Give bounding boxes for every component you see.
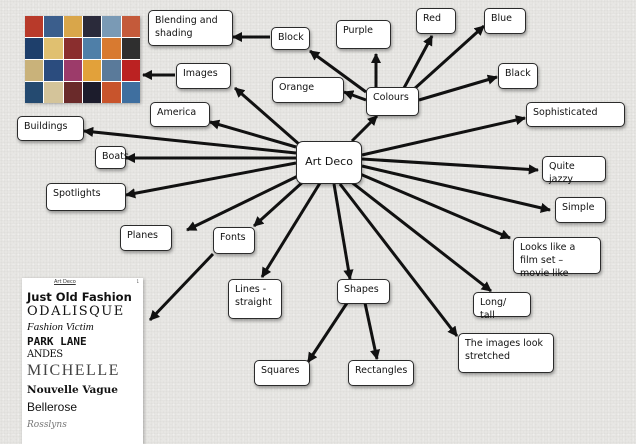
edge-colours-orange bbox=[343, 90, 367, 102]
node-orange[interactable]: Orange bbox=[272, 77, 344, 103]
font-sample: Bellerose bbox=[27, 400, 78, 414]
node-america[interactable]: America bbox=[150, 102, 210, 127]
edge-center-jazzy bbox=[361, 157, 540, 175]
font-sample: Fashion Victim bbox=[27, 321, 94, 333]
edge-center-simple bbox=[361, 164, 551, 213]
node-lines-straight[interactable]: Lines - straight bbox=[228, 279, 282, 319]
font-sample: MICHELLE bbox=[27, 362, 120, 379]
font-sample: Nouvelle Vague bbox=[27, 384, 118, 396]
node-boats[interactable]: Boats bbox=[95, 146, 129, 169]
edge-center-america bbox=[209, 119, 297, 149]
art-deco-font-sheet: Art Deco 1 Just Old Fashion ODALISQUE Fa… bbox=[22, 278, 143, 444]
node-blue[interactable]: Blue bbox=[484, 8, 526, 34]
font-sheet-title: Art Deco bbox=[54, 279, 76, 285]
edge-center-longtall bbox=[349, 179, 492, 293]
node-long-tall[interactable]: Long/ tall bbox=[473, 292, 531, 321]
edge-center-buildings bbox=[82, 126, 297, 155]
node-colours[interactable]: Colours bbox=[366, 87, 419, 116]
node-blending-and-shading[interactable]: Blending and shading bbox=[148, 10, 233, 46]
node-squares[interactable]: Squares bbox=[254, 360, 310, 386]
edge-fonts-fontsheet bbox=[148, 252, 215, 322]
edge-center-filmset bbox=[359, 172, 511, 240]
node-red[interactable]: Red bbox=[416, 8, 456, 34]
node-block[interactable]: Block bbox=[271, 27, 310, 50]
node-black[interactable]: Black bbox=[498, 63, 538, 89]
node-art-deco[interactable]: Art Deco bbox=[296, 141, 362, 184]
node-purple[interactable]: Purple bbox=[336, 20, 391, 49]
node-shapes[interactable]: Shapes bbox=[337, 279, 390, 304]
font-sample: Rosslyns bbox=[27, 420, 67, 430]
edge-center-images bbox=[234, 86, 301, 147]
node-rectangles[interactable]: Rectangles bbox=[348, 360, 414, 386]
font-sample: PARK LANE bbox=[27, 335, 87, 348]
art-deco-poster-collage bbox=[25, 16, 140, 103]
node-simple[interactable]: Simple bbox=[555, 197, 606, 223]
edge-center-lines bbox=[260, 182, 322, 278]
font-sheet-page-number: 1 bbox=[136, 279, 139, 284]
node-spotlights[interactable]: Spotlights bbox=[46, 183, 126, 211]
node-images[interactable]: Images bbox=[176, 63, 231, 89]
edge-colours-red bbox=[402, 35, 434, 89]
edge-colours-block bbox=[309, 49, 367, 94]
edge-center-fonts bbox=[252, 178, 307, 228]
edge-shapes-squares bbox=[306, 302, 349, 363]
node-sophisticated[interactable]: Sophisticated bbox=[526, 102, 625, 127]
edge-shapes-rectangles bbox=[363, 302, 381, 360]
font-sample: ANDES bbox=[27, 349, 63, 360]
edge-center-stretched bbox=[338, 183, 459, 337]
node-looks-like-a-film-set[interactable]: Looks like a film set – movie like bbox=[513, 237, 601, 279]
node-buildings[interactable]: Buildings bbox=[17, 116, 84, 141]
node-images-look-stretched[interactable]: The images look stretched bbox=[458, 333, 554, 373]
font-sample: ODALISQUE bbox=[27, 304, 125, 319]
node-quite-jazzy[interactable]: Quite jazzy bbox=[542, 156, 606, 185]
edge-colours-blue bbox=[411, 24, 486, 92]
edge-center-shapes bbox=[332, 183, 354, 281]
node-planes[interactable]: Planes bbox=[120, 225, 172, 251]
edge-center-colours bbox=[350, 114, 379, 143]
edge-colours-black bbox=[418, 74, 498, 102]
edge-center-sophisticated bbox=[361, 115, 526, 157]
node-fonts[interactable]: Fonts bbox=[213, 227, 255, 254]
font-sample: Just Old Fashion bbox=[27, 290, 132, 304]
edge-center-planes bbox=[186, 173, 301, 232]
edge-center-spotlights bbox=[124, 161, 297, 199]
